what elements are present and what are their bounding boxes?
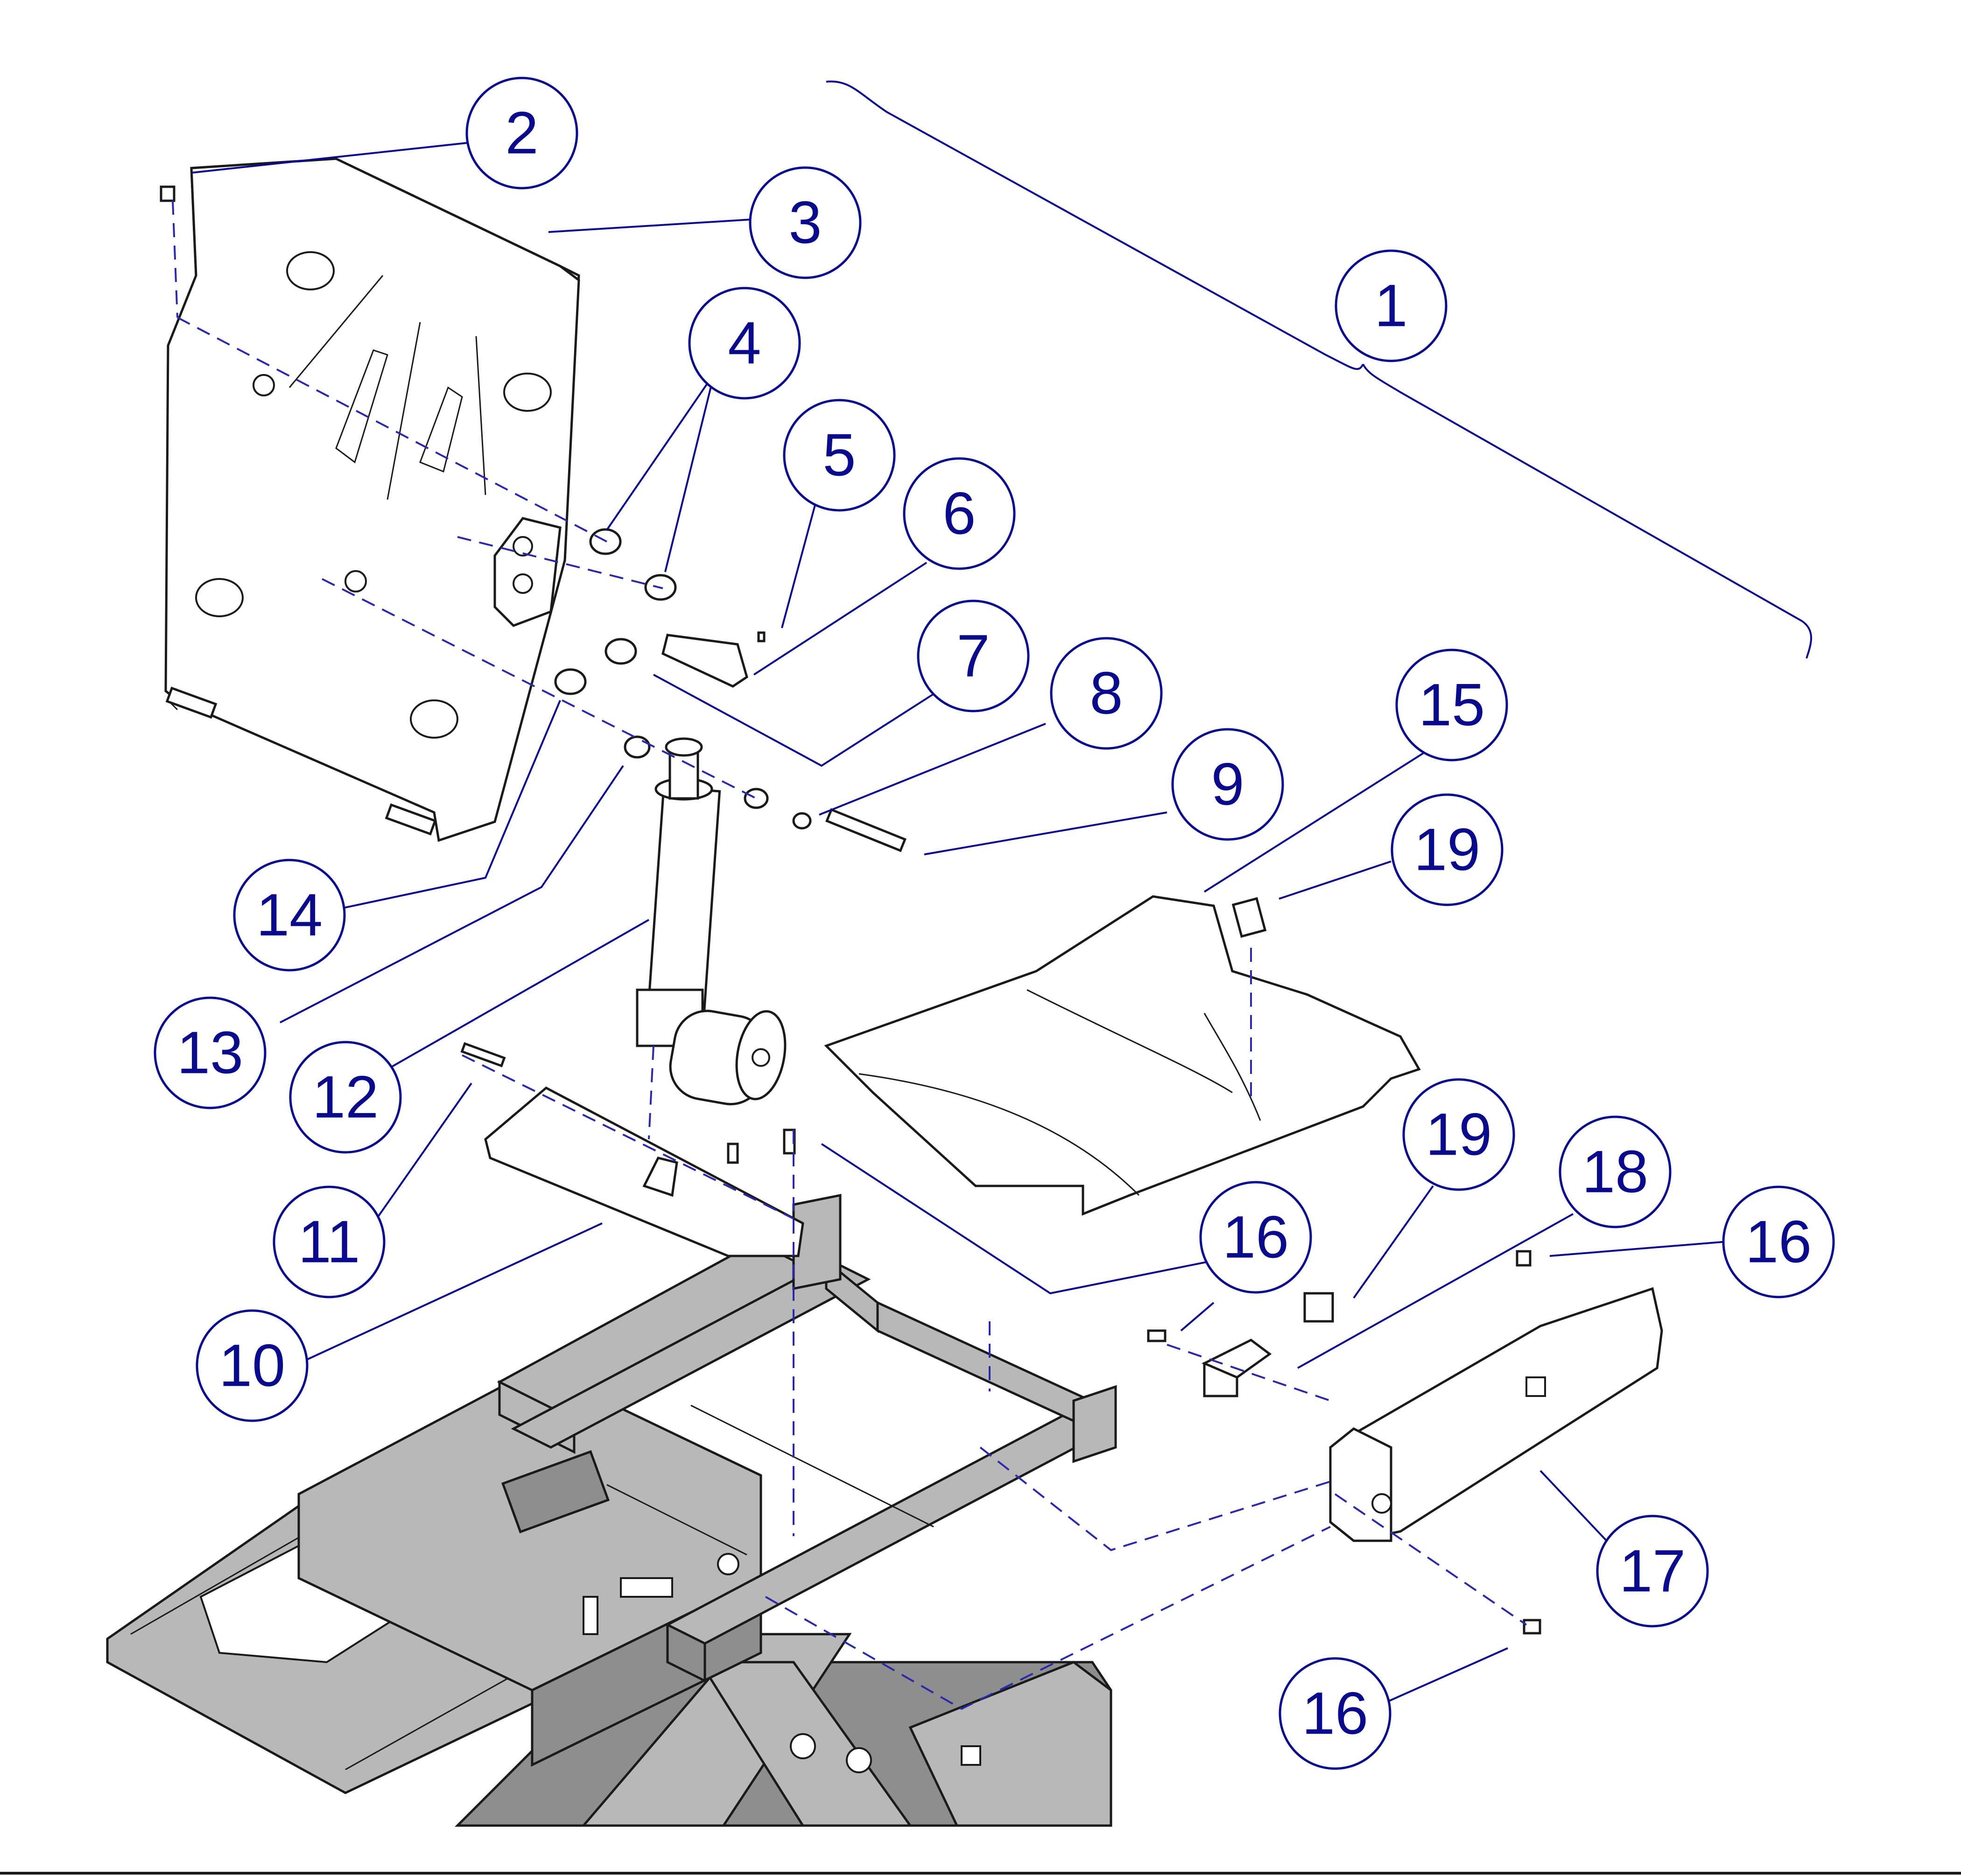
mount-plate xyxy=(460,1042,804,1257)
svg-text:19: 19 xyxy=(1426,1101,1492,1168)
svg-text:8: 8 xyxy=(1089,660,1123,727)
svg-text:18: 18 xyxy=(1582,1139,1648,1206)
leader-lines xyxy=(191,80,1812,1705)
svg-text:3: 3 xyxy=(788,190,822,256)
svg-text:10: 10 xyxy=(219,1333,285,1399)
svg-text:5: 5 xyxy=(822,422,856,489)
callout-6: 6 xyxy=(903,457,1016,570)
actuator xyxy=(636,737,787,1106)
callout-19b: 19 xyxy=(1402,1078,1515,1191)
callout-1: 1 xyxy=(1335,249,1448,362)
svg-text:1: 1 xyxy=(1374,273,1407,339)
side-bracket xyxy=(1147,1250,1663,1635)
callout-7: 7 xyxy=(917,599,1030,712)
base-frame xyxy=(106,1193,1117,1827)
svg-text:6: 6 xyxy=(942,480,976,547)
assembly-guidelines xyxy=(172,200,1527,1710)
callout-12: 12 xyxy=(289,1041,402,1154)
svg-text:13: 13 xyxy=(177,1020,243,1086)
callout-4: 4 xyxy=(688,287,801,400)
svg-text:19: 19 xyxy=(1414,817,1480,883)
callout-14: 14 xyxy=(233,859,346,972)
callout-16b: 16 xyxy=(1722,1185,1835,1298)
svg-text:11: 11 xyxy=(298,1209,360,1276)
callout-18: 18 xyxy=(1559,1115,1672,1228)
callout-15: 15 xyxy=(1395,649,1508,762)
callout-16c: 16 xyxy=(1279,1657,1392,1770)
svg-text:2: 2 xyxy=(505,100,538,167)
seat-pan xyxy=(824,895,1421,1216)
back-plate xyxy=(160,157,580,842)
svg-text:14: 14 xyxy=(256,882,323,949)
callout-9: 9 xyxy=(1171,728,1284,841)
callout-16a: 16 xyxy=(1199,1181,1312,1294)
callout-2: 2 xyxy=(465,77,578,190)
callout-13: 13 xyxy=(154,996,267,1109)
callout-11: 11 xyxy=(273,1185,386,1298)
svg-text:4: 4 xyxy=(728,310,761,377)
svg-text:17: 17 xyxy=(1619,1538,1686,1605)
callout-3: 3 xyxy=(749,166,862,279)
callout-10: 10 xyxy=(196,1309,309,1422)
svg-text:7: 7 xyxy=(956,623,990,690)
svg-text:12: 12 xyxy=(312,1064,379,1131)
svg-text:15: 15 xyxy=(1419,672,1485,739)
callout-8: 8 xyxy=(1050,637,1163,750)
callout-17: 17 xyxy=(1596,1515,1709,1628)
svg-text:16: 16 xyxy=(1745,1209,1812,1276)
callout-19a: 19 xyxy=(1391,793,1504,906)
callout-5: 5 xyxy=(783,399,896,512)
svg-text:16: 16 xyxy=(1302,1680,1368,1747)
svg-text:16: 16 xyxy=(1223,1204,1289,1271)
svg-text:9: 9 xyxy=(1211,751,1244,818)
hardware-pieces xyxy=(554,528,907,853)
